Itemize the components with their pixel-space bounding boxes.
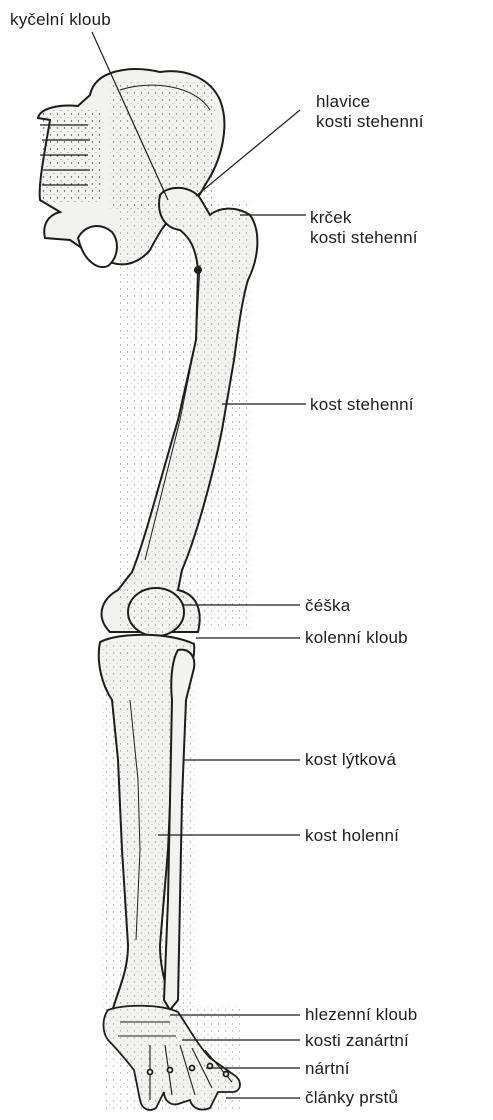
label-femoral-head-line2: kosti stehenní: [316, 112, 424, 132]
label-femoral-head-line1: hlavice: [316, 92, 424, 112]
label-femoral-head: hlavice kosti stehenní: [316, 92, 424, 132]
label-fibula: kost lýtková: [305, 750, 396, 770]
label-femoral-neck: krček kosti stehenní: [310, 208, 418, 248]
label-metatarsals: nártní: [305, 1059, 350, 1079]
label-femoral-neck-line2: kosti stehenní: [310, 228, 418, 248]
label-patella: čéška: [305, 596, 350, 616]
label-phalanges: články prstů: [305, 1088, 398, 1108]
label-femoral-neck-line1: krček: [310, 208, 418, 228]
label-hip-joint: kyčelní kloub: [10, 10, 111, 30]
label-knee-joint: kolenní kloub: [305, 628, 408, 648]
label-tarsals: kosti zanártní: [305, 1031, 409, 1051]
femur-bone: [102, 188, 258, 632]
label-tibia: kost holenní: [305, 826, 399, 846]
foot-bones: [104, 1005, 241, 1110]
label-ankle-joint: hlezenní kloub: [305, 1005, 417, 1025]
patella-bone: [128, 588, 184, 636]
label-femur: kost stehenní: [310, 395, 414, 415]
